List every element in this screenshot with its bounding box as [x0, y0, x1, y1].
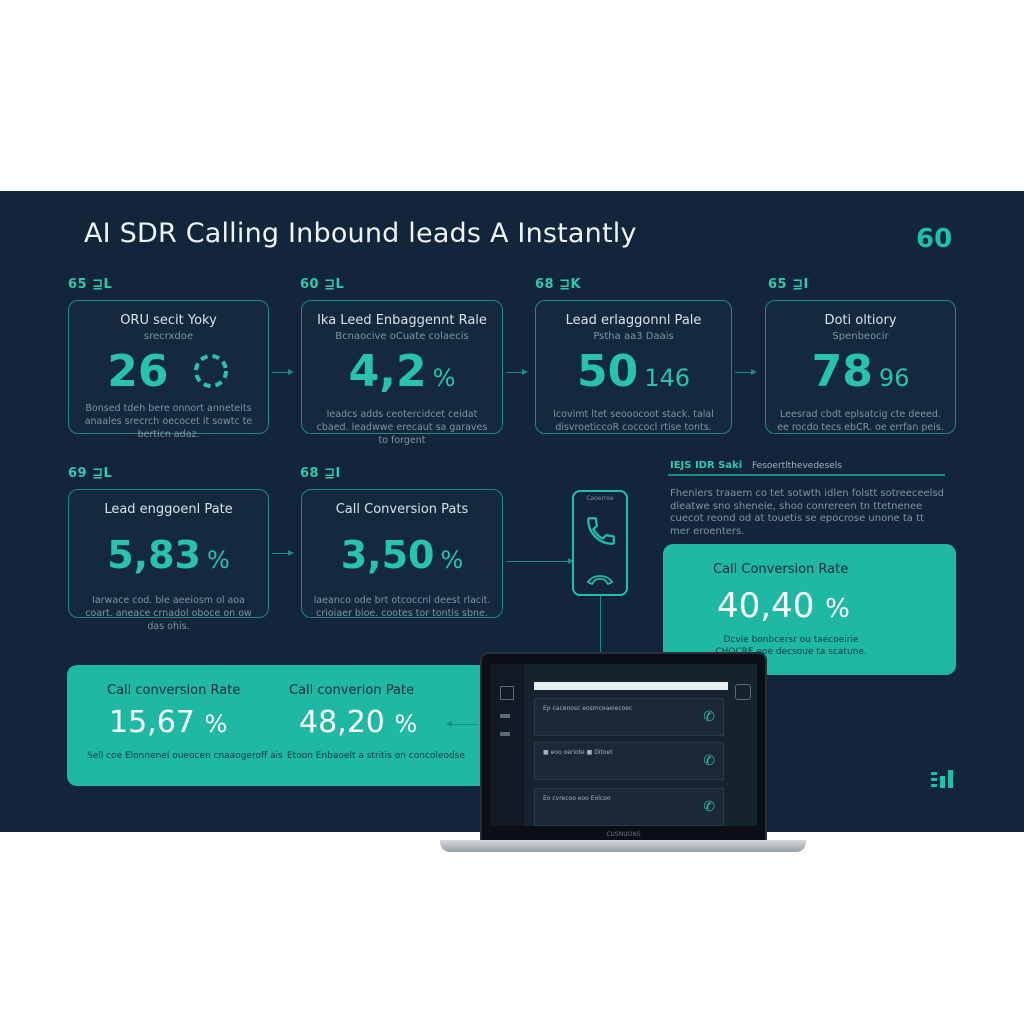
call-label: ■ eoo oeriote ■ Ditoet	[543, 749, 613, 756]
card-tag: 60 ⊒L	[300, 277, 345, 292]
card-description: Iarwace cod. ble aeeiosm ol aoa coart. a…	[85, 595, 252, 632]
call-list-item[interactable]: Eo cvrecoo eoo Eolcoo ✆	[534, 788, 724, 826]
card-description: Dcvie bonbcersr ou taecoeirie CHOCRE eoe…	[715, 635, 867, 657]
metric-card[interactable]: Call Conversion Pats 3,50% Iaeanco ode b…	[301, 489, 503, 619]
side-heading-sub: Fesoertlthevedesels	[752, 461, 842, 471]
card-description: Leesrad cbdt eplsatcig cte deeed. ee roc…	[777, 409, 944, 433]
card-description: Iaeanco ode brt otcoccnl deest rlacit. c…	[313, 595, 491, 619]
phone-icon[interactable]: ✆	[703, 799, 715, 815]
card-tag: 69 ⊒L	[68, 466, 113, 481]
card-value: 5,83%	[107, 533, 230, 577]
card-title: Ika Leed Enbaggennt Rale	[317, 313, 487, 328]
card-value: 4,2%	[348, 346, 456, 397]
call-label: Eo cvrecoo eoo Eolcoo	[543, 795, 611, 802]
sidebar-icon[interactable]	[500, 714, 510, 718]
metric-card[interactable]: Lead enggoenl Pate 5,83% Iarwace cod. bl…	[68, 489, 269, 632]
sidebar-icon[interactable]	[500, 732, 510, 736]
bottom-metric-bar[interactable]: Call conversion Rate 15,67 % Sell coe El…	[67, 665, 480, 786]
card-title: Lead enggoenl Pate	[104, 502, 233, 517]
sidebar-icon[interactable]	[500, 686, 514, 700]
bar-description: Sell coe Elonnenel oueocen cnaaogeroff a…	[87, 751, 283, 761]
laptop-screen: Ep cacenosc eosmceaeiecoec ✆ ■ eoo oerio…	[480, 652, 767, 842]
flow-arrow	[506, 369, 528, 375]
metric-card[interactable]: ORU secit Yoky srecrxdoe 26 Bonsed tdeh …	[68, 300, 269, 440]
card-subtitle: Spenbeocir	[832, 331, 889, 342]
app-window: Ep cacenosc eosmceaeiecoec ✆ ■ eoo oerio…	[490, 664, 757, 826]
phone-icon	[587, 517, 615, 545]
flow-arrow	[735, 369, 757, 375]
connector-line	[506, 558, 574, 564]
card-description: Bonsed tdeh bere onnort anneteits anaale…	[84, 403, 253, 440]
card-title: ORU secit Yoky	[120, 313, 217, 328]
call-label: Ep cacenosc eosmceaeiecoec	[543, 705, 633, 712]
bar-value: 48,20 %	[299, 705, 418, 740]
card-title: Doti oltiory	[824, 313, 897, 328]
card-subtitle: srecrxdoe	[143, 331, 194, 342]
phone-label: Caoerroe	[586, 495, 614, 502]
connector-line	[600, 596, 601, 652]
card-tag: 68 ⊒K	[535, 277, 582, 292]
bar-chart-logo-icon	[931, 770, 953, 788]
laptop-base	[440, 840, 806, 852]
card-description: Ieadcs adds ceotercidcet ceidat cbaed. l…	[316, 409, 488, 446]
side-heading: IEJS IDR Saki	[670, 460, 743, 471]
phone-handset-icon	[586, 575, 614, 586]
flow-arrow	[448, 724, 478, 725]
card-subtitle: Pstha aa3 Daais	[593, 331, 674, 342]
settings-icon[interactable]	[735, 684, 751, 700]
side-text: Fhenlers traaem co tet sotwth idlen fols…	[670, 488, 945, 537]
card-value: 3,50%	[340, 533, 464, 577]
card-value: 26	[69, 348, 268, 396]
card-tag: 65 ⊒I	[768, 277, 809, 292]
card-title: Lead erlaggonnl Pale	[565, 313, 702, 328]
metric-card[interactable]: Ika Leed Enbaggennt Rale Bcnaocive oCuat…	[301, 300, 503, 446]
bar-title: Call conversion Rate	[107, 683, 241, 698]
phone-icon[interactable]: ✆	[703, 709, 715, 725]
title-number: 60	[916, 224, 953, 254]
card-value: 40,40 %	[717, 586, 850, 626]
call-list-item[interactable]: Ep cacenosc eosmceaeiecoec ✆	[534, 698, 724, 736]
phone-device[interactable]: Caoerroe	[572, 490, 628, 596]
laptop-brand: CUSNUONS	[606, 831, 641, 838]
bar-description: Etoon Enbaoelt a stritis on concoleodse	[287, 751, 465, 761]
loading-ring-icon	[193, 354, 228, 388]
divider	[668, 474, 945, 476]
card-title: Call Conversion Rate	[713, 562, 849, 577]
bar-title: Call converion Pate	[289, 683, 415, 698]
app-sidebar	[490, 664, 524, 826]
card-tag: 68 ⊒I	[300, 466, 341, 481]
flow-arrow	[272, 550, 294, 556]
call-list-item[interactable]: ■ eoo oeriote ■ Ditoet ✆	[534, 742, 724, 780]
card-description: Icovimt ltet seooocoot stack. talal disv…	[553, 409, 714, 433]
flow-arrow	[272, 369, 294, 375]
card-tag: 65 ⊒L	[68, 277, 113, 292]
phone-icon[interactable]: ✆	[703, 753, 715, 769]
page-title: AI SDR Calling Inbound leads A Instantly	[84, 218, 637, 249]
card-subtitle: Bcnaocive oCuate colaecis	[335, 331, 469, 342]
search-input[interactable]	[534, 682, 728, 690]
card-title: Call Conversion Pats	[335, 502, 469, 517]
bar-value: 15,67 %	[109, 705, 228, 740]
